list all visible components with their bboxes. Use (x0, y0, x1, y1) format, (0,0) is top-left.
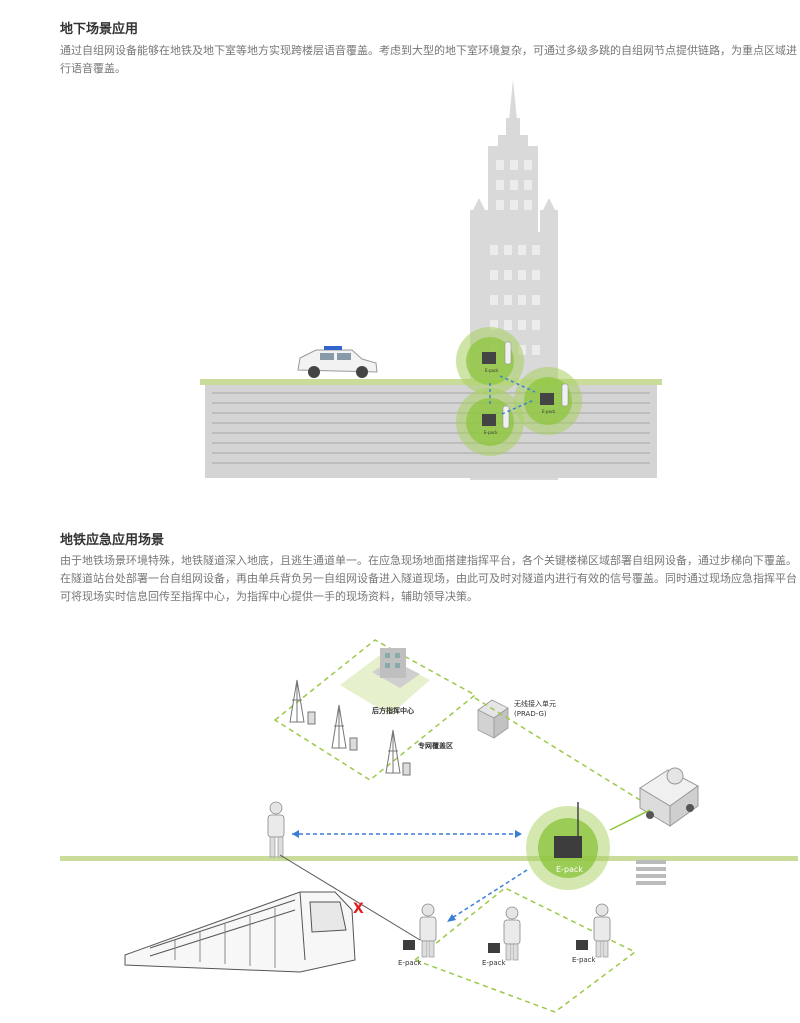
epack-coverage-node: E-pack (526, 802, 610, 890)
person-icon (595, 903, 609, 917)
person-icon (504, 341, 512, 365)
tunnel-link-arrow (451, 869, 528, 919)
epack-label: E-pack (542, 409, 556, 414)
blocked-signal-line (279, 854, 421, 941)
person-icon (421, 903, 435, 917)
blocked-signal-mark: X (353, 901, 364, 917)
epack-label: E-pack (484, 430, 498, 435)
section2-title: 地铁应急应用场景 (60, 533, 165, 548)
command-center-building-icon (372, 648, 420, 688)
ground-line (200, 379, 662, 385)
person-icon (505, 906, 519, 920)
private-network-zone (273, 639, 477, 781)
epack-device-icon (482, 352, 496, 364)
tunnel-person-1: E-pack (398, 903, 437, 967)
epack-device-icon (482, 414, 496, 426)
subway-train-icon (124, 891, 356, 973)
access-unit-link (474, 697, 641, 801)
access-unit-model: (PRAD-G) (514, 710, 547, 718)
police-car-icon (297, 346, 378, 378)
node-links (489, 375, 536, 415)
radio-tower-icon (331, 704, 358, 751)
command-center-label: 后方指挥中心 (372, 706, 414, 715)
surface-person-icon (267, 801, 285, 858)
epack-device-icon (554, 836, 582, 858)
section1-title: 地下场景应用 (60, 22, 139, 37)
section1-description: 通过自组网设备能够在地铁及地下室等地方实现跨楼层语音覆盖。考虑到大型的地下室环境… (60, 44, 797, 75)
epack-label: E-pack (398, 959, 423, 967)
section2-description: 由于地铁场景环境特殊，地铁隧道深入地底，且逃生通道单一。在应急现场地面搭建指挥平… (60, 554, 797, 603)
wireless-access-unit-icon (477, 699, 509, 739)
coverage-node-3: E-pack (456, 388, 524, 456)
epack-device-icon (576, 940, 588, 950)
underground-structure (205, 384, 657, 478)
coverage-node-1: E-pack (456, 327, 524, 395)
coverage-node-2: E-pack (514, 367, 582, 435)
underground-scene-diagram: E-pack E-pack E-pack (200, 80, 662, 480)
tunnel-person-3: E-pack (572, 903, 611, 964)
private-network-label: 专网覆盖区 (418, 741, 453, 750)
epack-device-icon (540, 393, 554, 405)
epack-device-icon (488, 943, 500, 953)
ground-line (60, 856, 798, 861)
epack-label: E-pack (485, 368, 499, 373)
command-vehicle-icon (639, 767, 699, 827)
radio-tower-icon (385, 729, 411, 776)
stairs-icon (636, 860, 666, 885)
vehicle-link (609, 809, 651, 831)
person-icon (502, 405, 510, 429)
tunnel-person-2: E-pack (482, 906, 521, 967)
person-icon (561, 383, 569, 407)
tunnel-coverage-zone (413, 887, 637, 1013)
arrow-head-icon (515, 830, 522, 838)
arrow-head-icon (447, 914, 456, 922)
epack-label: E-pack (482, 959, 507, 967)
subway-emergency-diagram: 后方指挥中心 专网覆盖区 无线接入单元 (PRAD-G) (60, 639, 798, 1013)
epack-device-icon (403, 940, 415, 950)
epack-label: E-pack (572, 956, 597, 964)
epack-label: E-pack (556, 865, 583, 874)
access-unit-label: 无线接入单元 (514, 699, 556, 708)
radio-tower-icon (289, 679, 316, 725)
arrow-head-icon (292, 830, 299, 838)
